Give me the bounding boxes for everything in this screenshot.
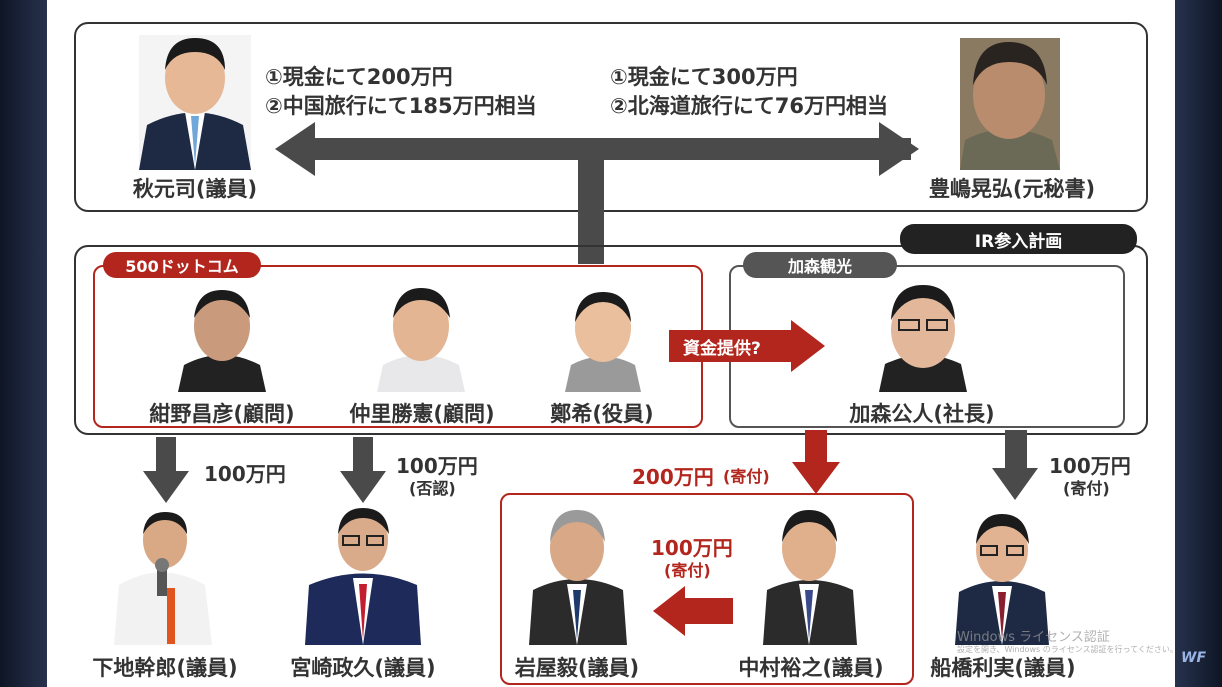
iwaya-amount: 100万円 [651,536,733,560]
konno-portrait [178,290,266,392]
middle-box [74,245,1148,435]
nakamura-portrait [763,510,857,645]
nakazato-portrait [377,288,465,392]
iwaya-arrow [653,586,733,636]
left-frame [0,0,47,687]
shimoji-portrait [114,512,212,645]
company500-label: 500ドットコム [103,252,261,278]
diagram-board: ①現金にて200万円 ②中国旅行にて185万円相当 ①現金にて300万円 ②北海… [47,0,1178,687]
top-right-text-2: ②北海道旅行にて76万円相当 [610,94,889,118]
ir-label: IR参入計画 [900,224,1137,254]
bottom-portraits [114,508,1049,645]
donation-box [500,493,914,685]
nakamura-amount: 200万円 [632,465,714,489]
nakamura-note: (寄付) [723,467,770,486]
kamori-kimihito-name: 加森公人(社長) [849,402,995,426]
funabashi-note: (寄付) [1063,479,1110,498]
tei-name: 鄭希(役員) [550,402,654,426]
konno-name: 紺野昌彦(顧問) [149,402,295,426]
miyazaki-amount: 100万円 [396,454,478,478]
top-box [74,22,1148,212]
toyoshima-name: 豊嶋晃弘(元秘書) [928,177,1096,201]
funabashi-name: 船橋利実(議員) [930,656,1076,680]
akimoto-portrait [139,35,251,170]
funabashi-portrait [955,514,1049,645]
miyazaki-note: (否認) [409,479,456,498]
shimoji-name: 下地幹郎(議員) [92,656,238,680]
akimoto-name: 秋元司(議員) [132,177,258,201]
top-left-text-2: ②中国旅行にて185万円相当 [265,94,537,118]
channel-logo: WF [1181,650,1207,666]
shimoji-amount: 100万円 [204,462,286,486]
iwaya-portrait [529,510,627,645]
middle-portraits [178,285,967,392]
iwaya-name: 岩屋毅(議員) [514,656,640,680]
funding-label: 資金提供? [683,339,761,359]
tei-portrait [565,292,641,392]
miyazaki-portrait [305,508,421,645]
windows-watermark-sub: 設定を開き、Windows のライセンス認証を行ってください。 [957,645,1178,654]
nakazato-name: 仲里勝憲(顧問) [349,402,495,426]
top-right-text-1: ①現金にて300万円 [610,65,798,89]
windows-watermark-title: Windows ライセンス認証 [957,630,1110,645]
kamori-label: 加森観光 [743,252,897,278]
miyazaki-name: 宮崎政久(議員) [290,656,436,680]
funding-arrow [669,320,825,372]
kamori-portrait [879,285,967,392]
funabashi-amount: 100万円 [1049,454,1131,478]
iwaya-note: (寄付) [664,561,711,580]
right-frame [1175,0,1222,687]
down-arrows [143,430,1038,503]
toyoshima-portrait [960,38,1060,170]
nakamura-name: 中村裕之(議員) [738,656,884,680]
top-left-text-1: ①現金にて200万円 [265,65,453,89]
